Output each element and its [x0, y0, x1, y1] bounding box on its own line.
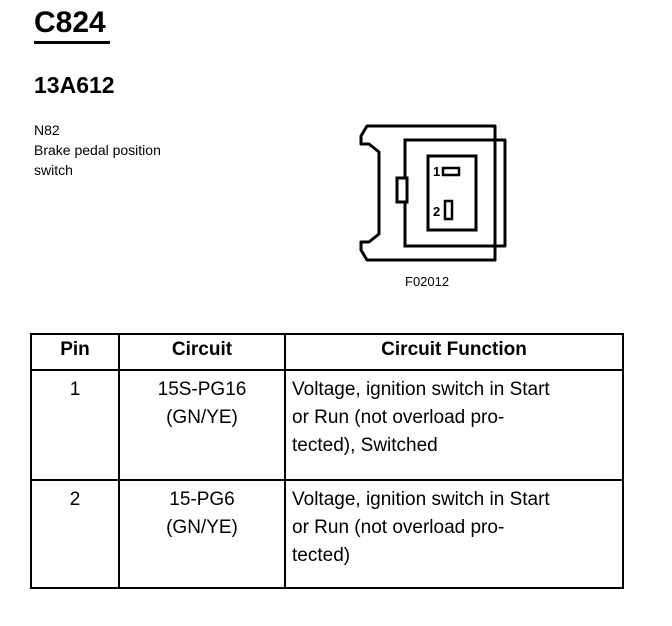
column-header-circuit: Circuit: [118, 333, 286, 371]
pinout-table: Pin Circuit Circuit Function 1 15S-PG16 …: [30, 333, 624, 589]
column-header-pin: Pin: [30, 333, 120, 371]
pin-2-terminal: [443, 199, 454, 221]
circuit-cell: 15-PG6 (GN/YE): [118, 479, 286, 589]
pin-label-1: 1: [433, 164, 440, 179]
function-line: tected), Switched: [292, 435, 438, 456]
function-line: or Run (not overload pro-: [292, 407, 505, 428]
wire-color: (GN/YE): [166, 407, 238, 428]
function-line: Voltage, ignition switch in Start: [292, 379, 550, 400]
table-row: 2 15-PG6 (GN/YE) Voltage, ignition switc…: [30, 479, 624, 589]
circuit-code: 15S-PG16: [157, 379, 247, 400]
component-code: N82: [34, 122, 60, 138]
pin-cavity-block: [426, 154, 478, 232]
circuit-function-cell: Voltage, ignition switch in Start or Run…: [284, 369, 624, 481]
connector-id: C824: [34, 6, 106, 39]
table-row: 1 15S-PG16 (GN/YE) Voltage, ignition swi…: [30, 369, 624, 481]
pin-1-terminal: [441, 166, 461, 177]
circuit-cell: 15S-PG16 (GN/YE): [118, 369, 286, 481]
column-header-circuit-function: Circuit Function: [284, 333, 624, 371]
component-name-line-2: switch: [34, 162, 73, 178]
component-name-line-1: Brake pedal position: [34, 142, 161, 158]
pin-cell: 1: [30, 369, 120, 481]
function-line: or Run (not overload pro-: [292, 517, 505, 538]
wire-color: (GN/YE): [166, 517, 238, 538]
part-number: 13A612: [34, 72, 115, 98]
pin-cell: 2: [30, 479, 120, 589]
circuit-function-cell: Voltage, ignition switch in Start or Run…: [284, 479, 624, 589]
figure-code: F02012: [405, 274, 450, 289]
function-line: tected): [292, 545, 351, 566]
connector-id-underline: [34, 41, 110, 44]
connector-latch: [395, 176, 409, 204]
circuit-code: 15-PG6: [169, 489, 235, 510]
connector-face-diagram: 1 2: [359, 124, 507, 262]
connector-housing-outline: [359, 124, 507, 262]
table-header-row: Pin Circuit Circuit Function: [30, 333, 624, 371]
component-description: N82 Brake pedal position switch: [34, 120, 234, 180]
pin-label-2: 2: [433, 204, 440, 219]
function-line: Voltage, ignition switch in Start: [292, 489, 550, 510]
